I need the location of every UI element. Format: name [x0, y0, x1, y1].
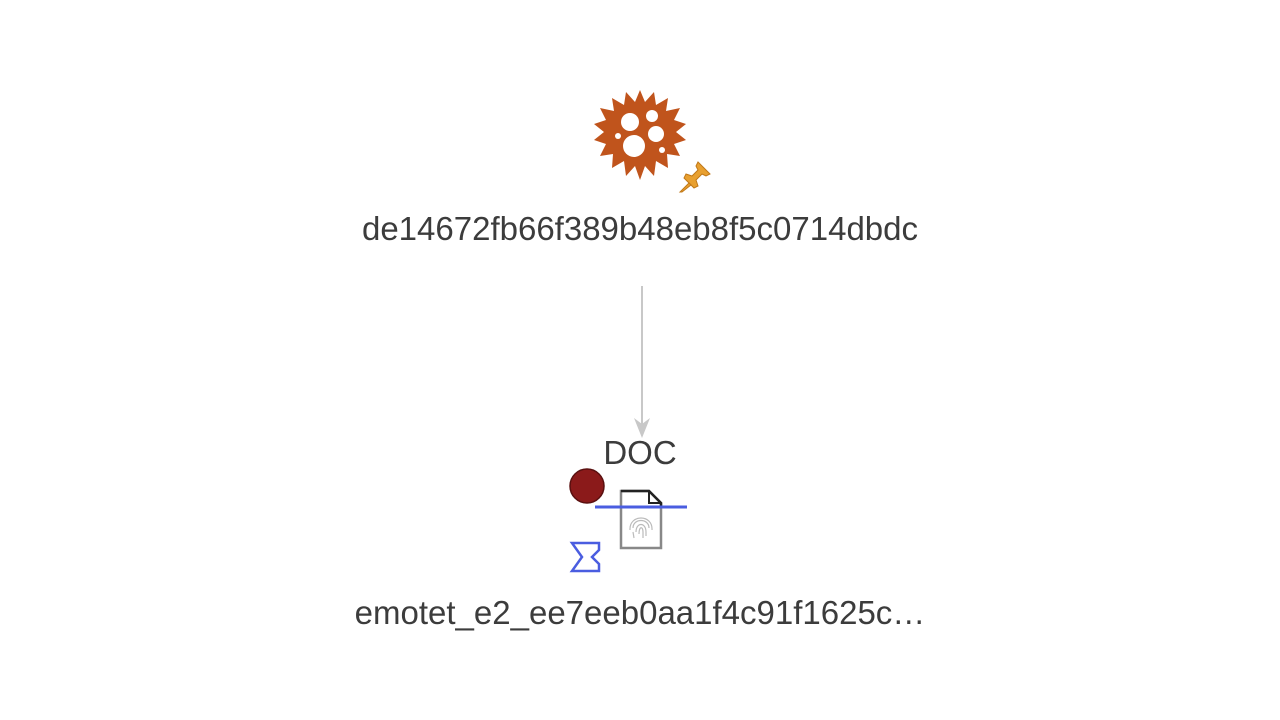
- malware-virus-icon: [594, 90, 686, 180]
- child-node-label[interactable]: emotet_e2_ee7eeb0aa1f4c91f1625c…: [354, 594, 926, 631]
- file-fingerprint-icon: [619, 489, 663, 550]
- child-node[interactable]: [565, 464, 695, 579]
- verdict-dot-icon: [569, 468, 605, 504]
- parent-node[interactable]: [590, 84, 720, 199]
- pin-icon[interactable]: [678, 158, 714, 194]
- parent-node-label[interactable]: de14672fb66f389b48eb8f5c0714dbdc: [361, 210, 919, 247]
- file-type-tag: DOC: [603, 434, 677, 471]
- strike-line: [595, 505, 687, 509]
- edge-arrowhead: [634, 418, 650, 438]
- sigma-icon: [569, 541, 601, 573]
